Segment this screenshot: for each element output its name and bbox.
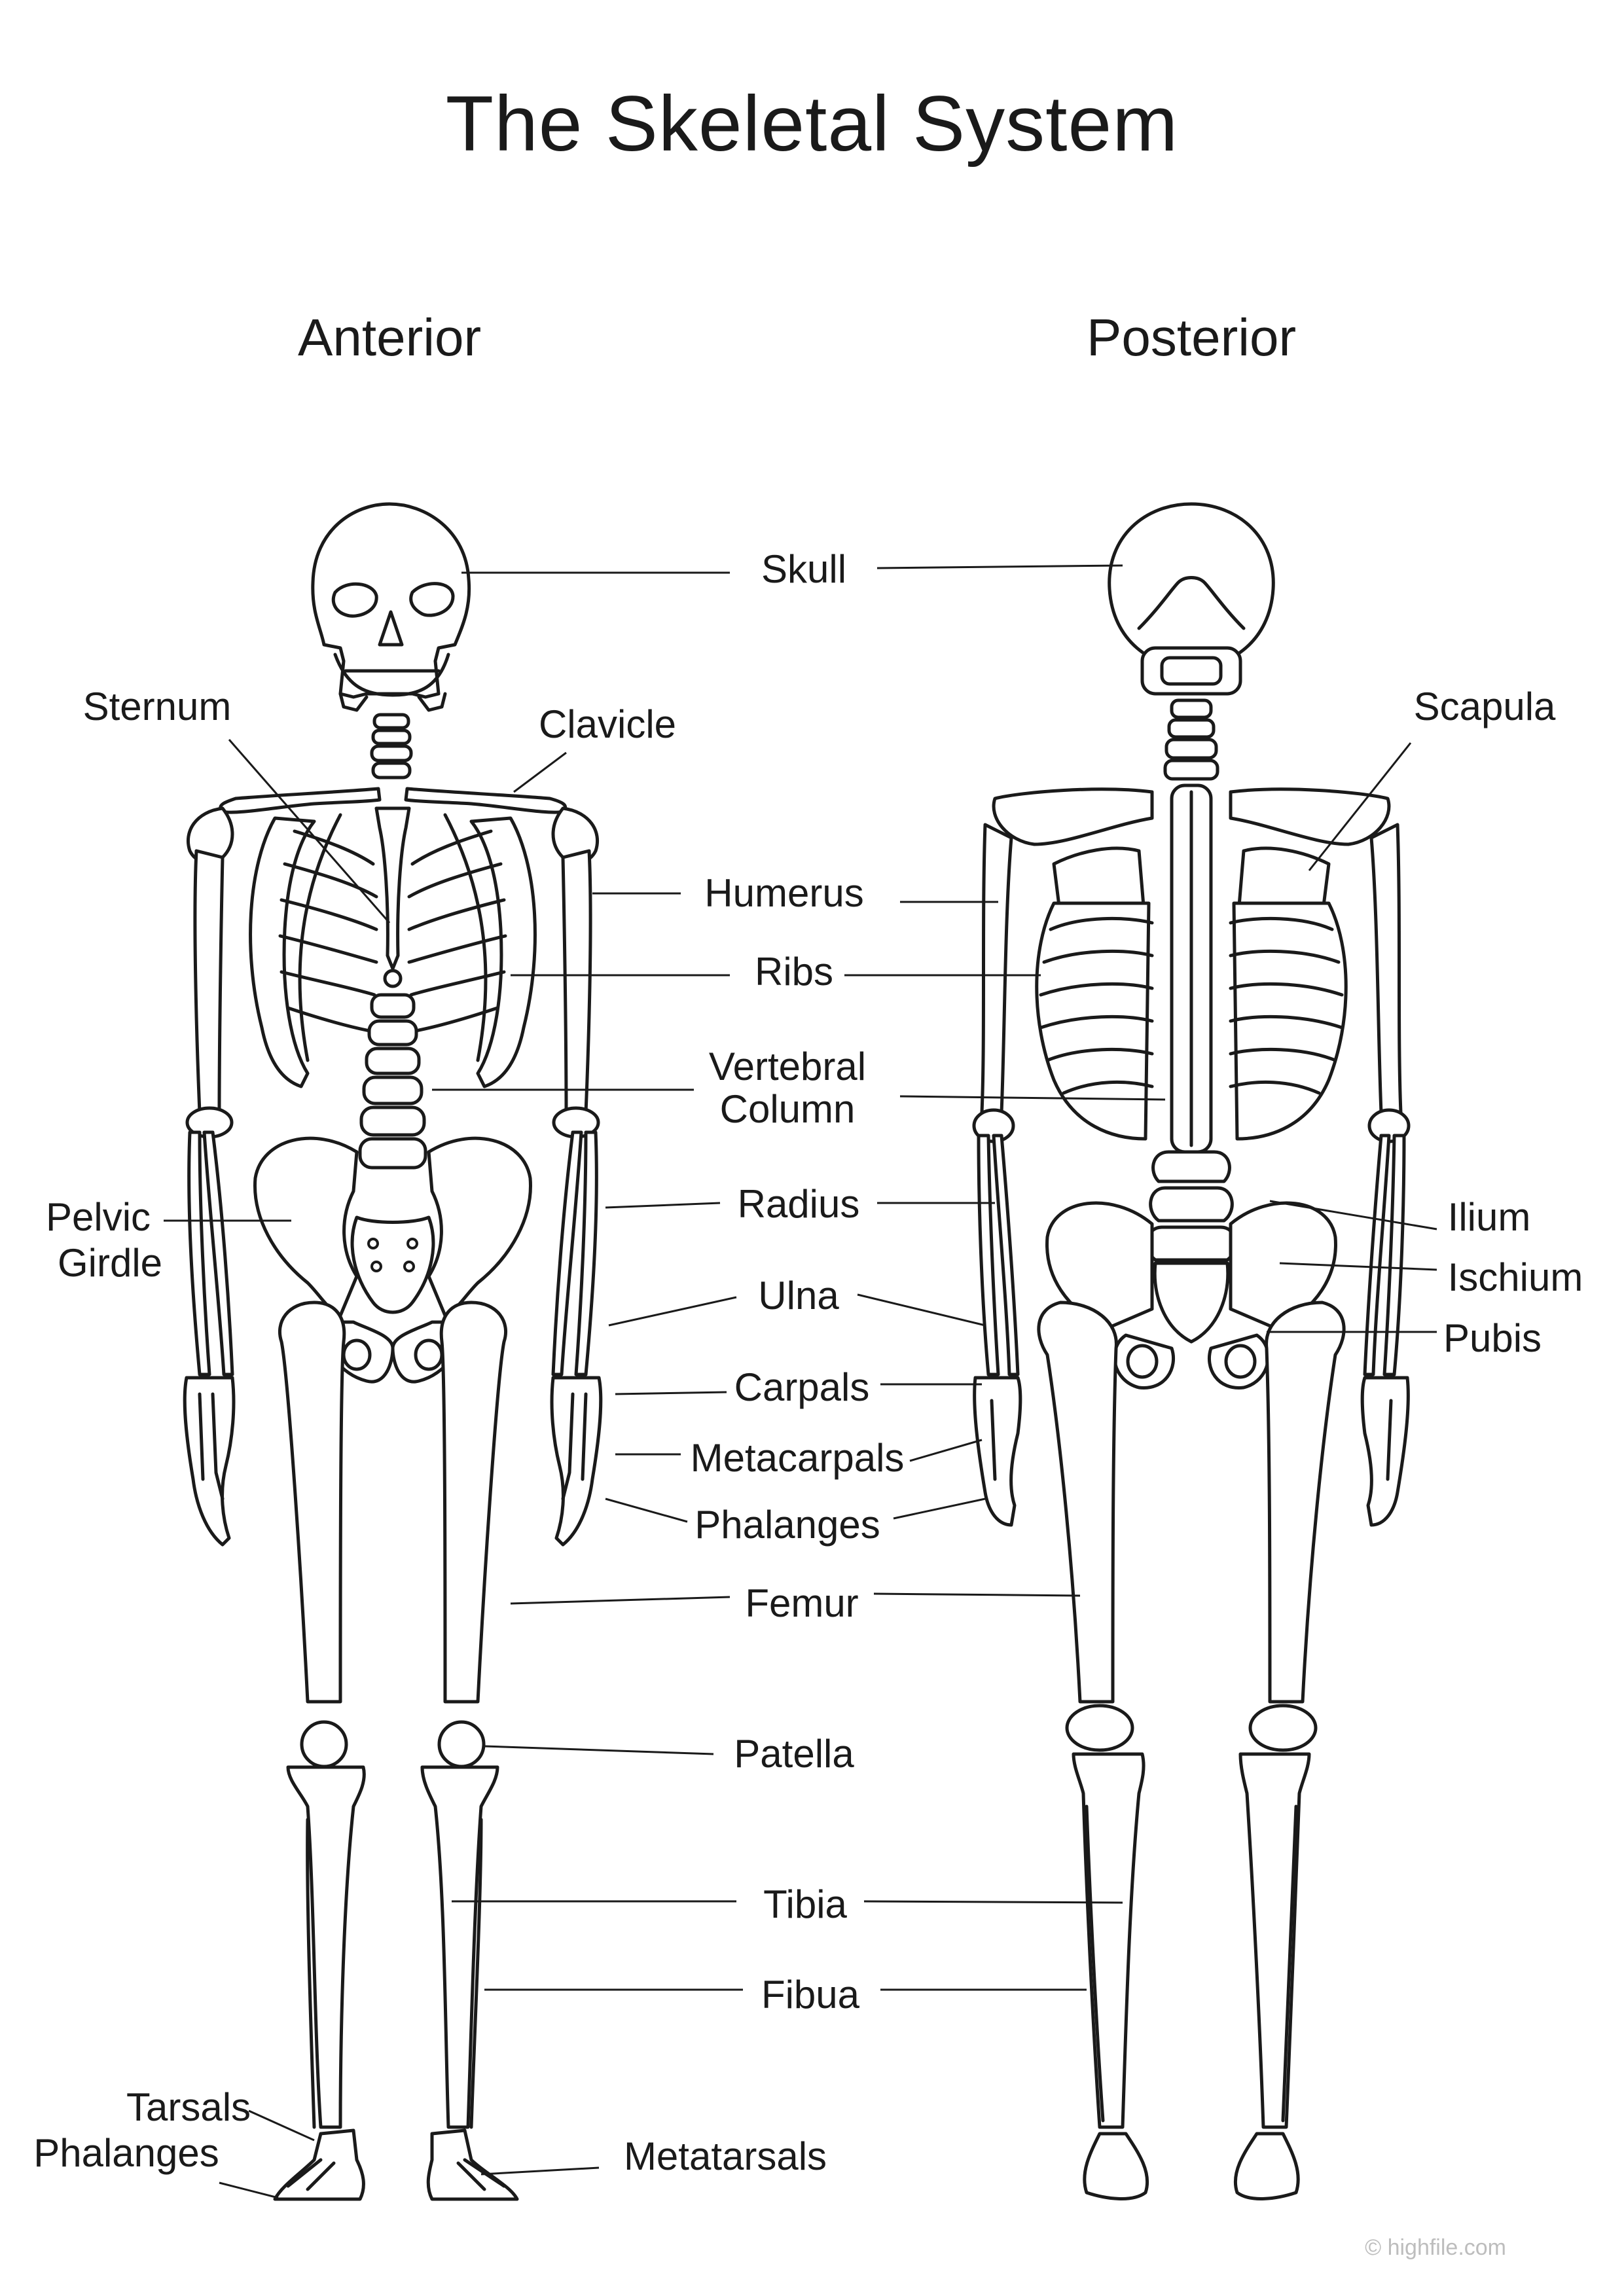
label-pubis: Pubis <box>1443 1316 1542 1360</box>
anterior-feet <box>273 2128 519 2201</box>
posterior-arms <box>972 823 1411 1376</box>
label-ribs: Ribs <box>755 950 833 994</box>
label-metatarsals: Metatarsals <box>624 2134 827 2178</box>
label-phalanges-hand: Phalanges <box>695 1503 880 1547</box>
label-pelvic-line1: Pelvic <box>46 1195 151 1239</box>
bone-labels: Skull Sternum Clavicle Scapula Humerus R… <box>33 547 1583 2178</box>
posterior-rib-cage <box>1035 901 1348 1141</box>
anterior-skull <box>311 502 471 712</box>
posterior-cervical-vertebrae <box>1163 698 1219 781</box>
label-ulna: Ulna <box>758 1274 839 1318</box>
anterior-clavicle-right <box>404 787 568 814</box>
anterior-lumbar-vertebrae <box>358 993 427 1170</box>
label-ilium: Ilium <box>1448 1195 1531 1239</box>
label-fibula: Fibua <box>761 1973 860 2017</box>
label-phalanges-foot: Phalanges <box>33 2131 219 2175</box>
anterior-sternum <box>374 806 411 971</box>
label-femur: Femur <box>745 1581 858 1625</box>
label-sternum: Sternum <box>83 685 232 728</box>
label-skull: Skull <box>761 547 846 591</box>
anterior-cervical-vertebrae <box>370 713 413 780</box>
diagram-title: The Skeletal System <box>445 80 1179 168</box>
label-vertebral-line1: Vertebral <box>709 1045 866 1088</box>
label-pelvic-line2: Girdle <box>58 1241 162 1285</box>
anterior-hands <box>183 1376 603 1547</box>
anterior-view-heading: Anterior <box>298 308 482 367</box>
label-scapula: Scapula <box>1414 685 1556 728</box>
label-tibia: Tibia <box>763 1882 847 1926</box>
label-humerus: Humerus <box>704 871 863 915</box>
label-carpals: Carpals <box>734 1365 870 1409</box>
label-radius: Radius <box>738 1182 860 1226</box>
label-metacarpals: Metacarpals <box>691 1436 905 1480</box>
anterior-patella-right <box>437 1720 486 1768</box>
anterior-arms <box>185 849 600 1376</box>
label-tarsals: Tarsals <box>126 2085 251 2129</box>
label-ischium: Ischium <box>1448 1255 1583 1299</box>
anterior-skeleton <box>183 502 603 2201</box>
anterior-legs <box>278 1300 508 2129</box>
label-patella: Patella <box>734 1732 854 1776</box>
label-vertebral-line2: Column <box>720 1087 856 1131</box>
posterior-pelvis <box>1045 1201 1337 1390</box>
credit-watermark: © highfile.com <box>1365 2235 1506 2260</box>
posterior-skeleton <box>972 502 1411 2200</box>
posterior-legs <box>1037 1300 1346 2129</box>
posterior-vertebral-column <box>1146 783 1237 1262</box>
anterior-rib-cage <box>249 813 537 1088</box>
posterior-feet <box>1083 2132 1300 2200</box>
anterior-clavicle-left <box>219 787 382 814</box>
leader-lines <box>164 564 1437 2199</box>
posterior-view-heading: Posterior <box>1087 308 1297 367</box>
posterior-skull <box>1108 502 1275 696</box>
label-clavicle: Clavicle <box>539 702 676 746</box>
posterior-hands <box>973 1376 1410 1527</box>
anterior-patella-left <box>300 1720 348 1768</box>
